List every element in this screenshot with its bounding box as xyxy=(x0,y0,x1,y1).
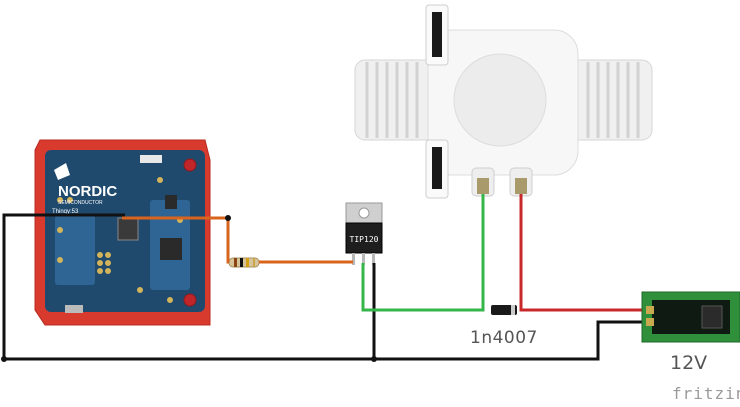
board-subtitle: SEMICONDUCTOR xyxy=(58,200,103,206)
resistor xyxy=(228,257,260,268)
diode-1n4007 xyxy=(491,305,517,315)
transistor-label: TIP120 xyxy=(350,235,379,244)
wire-green xyxy=(361,194,485,312)
voltage-label: 12V xyxy=(670,352,708,374)
solenoid-valve xyxy=(354,4,653,199)
power-jack xyxy=(641,291,740,343)
wire-red xyxy=(519,194,648,312)
board-model: Thingy:53 xyxy=(52,209,79,215)
fritzing-watermark: fritzing xyxy=(672,384,740,403)
board-brand: NORDIC xyxy=(58,183,117,200)
tip120-transistor: TIP120 xyxy=(345,202,383,265)
nordic-logo-icon xyxy=(54,163,70,180)
diode-label: 1n4007 xyxy=(470,328,538,348)
wire-black-power xyxy=(374,320,648,361)
nordic-thingy-board: NORDIC SEMICONDUCTOR Thingy:53 xyxy=(34,139,211,326)
wire-orange xyxy=(122,216,230,264)
